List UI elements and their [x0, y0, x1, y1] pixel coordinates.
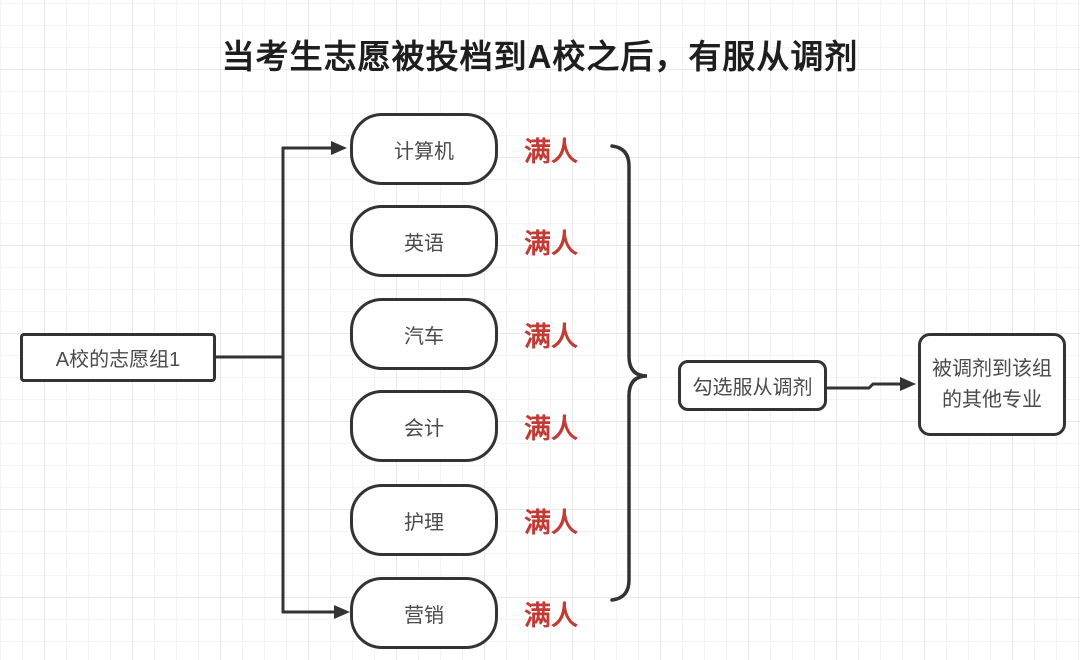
major-row: 护理 满人: [350, 484, 578, 556]
node-volunteer-group-label: A校的志愿组1: [55, 349, 181, 371]
major-label: 会计: [404, 417, 444, 440]
arrowhead-first-major: [331, 141, 347, 155]
node-volunteer-group: A校的志愿组1: [20, 333, 216, 382]
status-full: 满人: [524, 507, 578, 538]
diagram-title: 当考生志愿被投档到A校之后，有服从调剂: [221, 38, 859, 75]
status-full: 满人: [524, 136, 578, 167]
node-adjust-result: 被调剂到该组的其他专业: [918, 333, 1066, 436]
major-label: 营销: [404, 604, 444, 627]
major-row: 营销 满人: [350, 577, 578, 649]
node-major-nursing: 护理: [350, 484, 498, 556]
arrowhead-result: [900, 377, 916, 391]
major-label: 计算机: [394, 140, 454, 163]
major-label: 护理: [404, 511, 444, 534]
major-row: 英语 满人: [350, 205, 578, 277]
node-major-english: 英语: [350, 205, 498, 277]
status-full: 满人: [524, 600, 578, 631]
arrowhead-last-major: [334, 605, 350, 619]
node-major-marketing: 营销: [350, 577, 498, 649]
connector-action-to-result: [826, 382, 903, 390]
status-full: 满人: [524, 321, 578, 352]
major-label: 汽车: [404, 325, 444, 348]
major-row: 汽车 满人: [350, 298, 578, 370]
node-adjust-result-label: 被调剂到该组的其他专业: [932, 357, 1052, 411]
node-major-accounting: 会计: [350, 390, 498, 462]
curly-brace: [610, 144, 648, 602]
major-label: 英语: [404, 232, 444, 255]
status-full: 满人: [524, 228, 578, 259]
node-major-computer: 计算机: [350, 113, 498, 185]
major-row: 会计 满人: [350, 390, 578, 462]
node-check-adjustment-label: 勾选服从调剂: [692, 377, 813, 399]
node-major-automobile: 汽车: [350, 298, 498, 370]
major-row: 计算机 满人: [350, 113, 578, 185]
status-full: 满人: [524, 413, 578, 444]
connector-source-trunk: [214, 146, 285, 614]
node-check-adjustment: 勾选服从调剂: [678, 360, 827, 411]
